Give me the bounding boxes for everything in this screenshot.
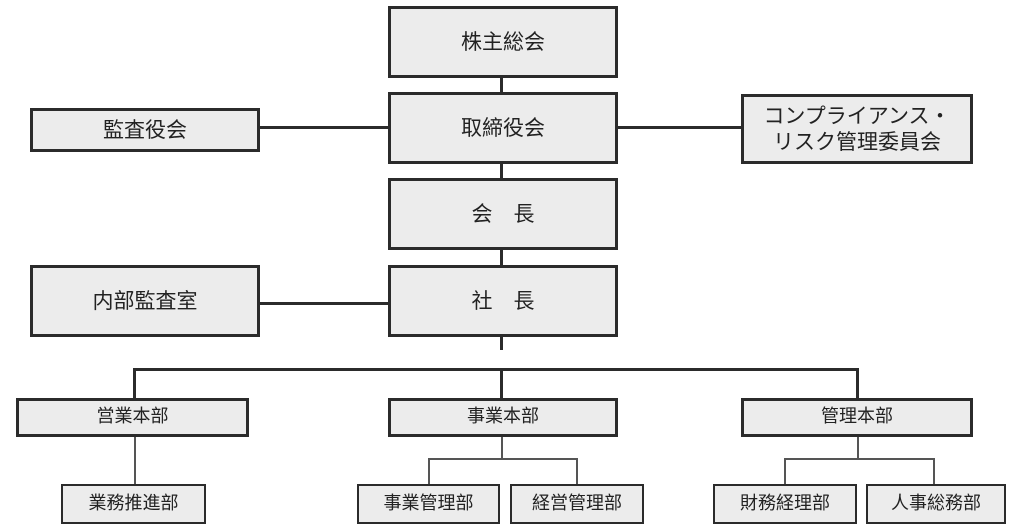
connector-bus-sales [133,368,136,398]
internal-audit-box: 内部監査室 [30,265,260,337]
internal-audit-label: 内部監査室 [92,288,198,313]
connector-business-right [576,458,578,485]
connector-business-down [501,435,503,459]
audit-board-box: 監査役会 [30,108,260,152]
division-business-box: 事業本部 [388,398,618,437]
audit-board-label: 監査役会 [103,117,187,142]
connector-internal-audit-president [258,302,390,305]
connector-auditors-board [258,126,390,129]
dept-business-management-box: 事業管理部 [357,484,500,524]
connector-board-compliance [617,126,742,129]
dept-business-promotion-label: 業務推進部 [88,492,179,514]
dept-corporate-management-box: 経営管理部 [510,484,644,524]
division-admin-box: 管理本部 [741,398,973,437]
dept-corporate-management-label: 経営管理部 [532,492,622,514]
president-label: 社 長 [471,288,535,313]
compliance-committee-label: コンプライアンス・ リスク管理委員会 [763,103,951,154]
connector-admin-bar [784,458,935,460]
dept-business-management-label: 事業管理部 [383,492,474,514]
connector-admin-left [784,458,786,485]
division-sales-label: 営業本部 [96,406,169,428]
connector-sales-dept [134,435,136,485]
dept-finance-accounting-label: 財務経理部 [740,492,830,514]
dept-hr-general-affairs-label: 人事総務部 [891,492,981,514]
connector-admin-right [933,458,935,485]
dept-hr-general-affairs-box: 人事総務部 [866,484,1006,524]
connector-bus-business [500,368,503,398]
board-of-directors-box: 取締役会 [388,92,618,164]
connector-business-bar [428,458,578,460]
dept-finance-accounting-box: 財務経理部 [713,484,857,524]
connector-division-bus [133,368,859,371]
connector-business-left [428,458,430,485]
board-of-directors-label: 取締役会 [461,115,545,140]
division-admin-label: 管理本部 [821,406,893,428]
dept-business-promotion-box: 業務推進部 [61,484,206,524]
shareholders-meeting-box: 株主総会 [388,6,618,78]
division-sales-box: 営業本部 [16,398,249,437]
chairman-box: 会 長 [388,178,618,250]
chairman-label: 会 長 [471,201,535,226]
president-box: 社 長 [388,265,618,337]
division-business-label: 事業本部 [467,406,539,428]
connector-admin-down [857,435,859,459]
connector-bus-admin [856,368,859,398]
shareholders-meeting-label: 株主総会 [461,29,545,54]
compliance-committee-box: コンプライアンス・ リスク管理委員会 [741,94,973,164]
